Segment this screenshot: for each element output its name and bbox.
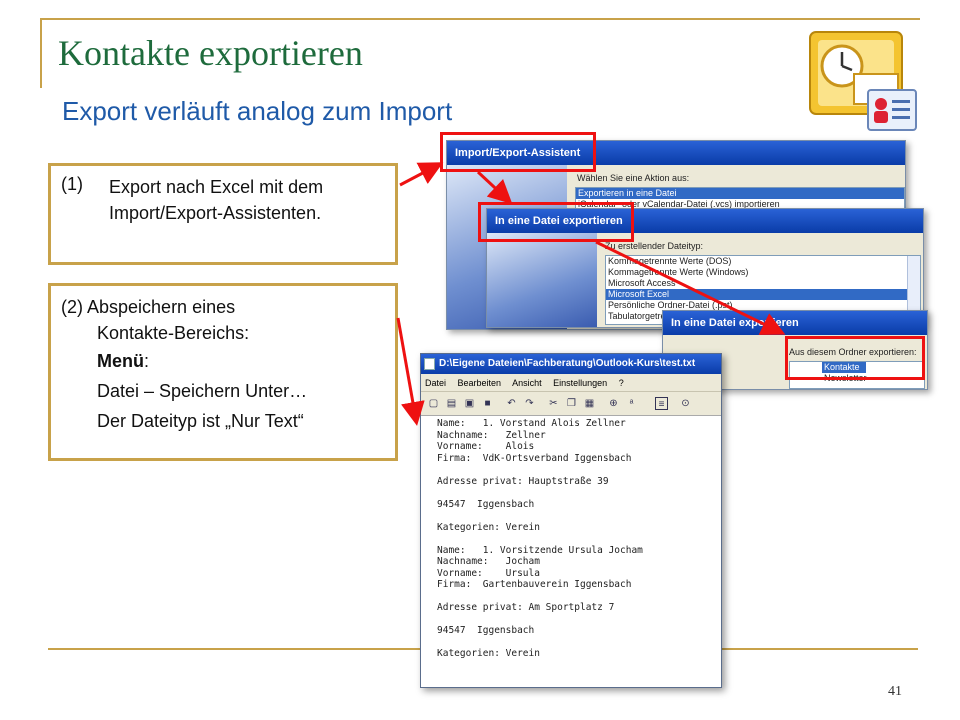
list-item[interactable]: Kommagetrennte Werte (DOS) bbox=[608, 256, 732, 266]
frame-left-line bbox=[40, 18, 42, 88]
page-number: 41 bbox=[888, 684, 902, 699]
step-2-box: (2) Abspeichern eines Kontakte-Bereichs:… bbox=[48, 283, 398, 461]
list-item[interactable]: iCalendar- oder vCalendar-Datei (.vcs) i… bbox=[578, 199, 780, 209]
slide-title: Kontakte exportieren bbox=[58, 33, 363, 73]
frame-top-line bbox=[40, 18, 920, 20]
step-2-line-1: (2) Abspeichern eines bbox=[61, 297, 236, 317]
notepad-text-area[interactable]: Name: 1. Vorstand Alois Zellner Nachname… bbox=[437, 418, 643, 659]
notepad-window: D:\Eigene Dateien\Fachberatung\Outlook-K… bbox=[420, 353, 722, 688]
menu-item-ansicht[interactable]: Ansicht bbox=[512, 378, 542, 388]
menu-item-bearbeiten[interactable]: Bearbeiten bbox=[457, 378, 502, 388]
open-folder-icon[interactable]: ▤ bbox=[446, 398, 457, 409]
zoom-icon[interactable]: ⊙ bbox=[681, 398, 690, 409]
notepad-app-icon bbox=[424, 358, 435, 370]
paste-icon[interactable]: ▦ bbox=[584, 398, 595, 409]
list-item[interactable]: Microsoft Access bbox=[608, 278, 676, 288]
outlook-logo-icon bbox=[809, 31, 917, 131]
wizard-1-titlebar: Import/Export-Assistent bbox=[447, 141, 905, 165]
notepad-title: D:\Eigene Dateien\Fachberatung\Outlook-K… bbox=[439, 358, 696, 369]
step-2-line-5: Der Dateityp ist „Nur Text“ bbox=[97, 411, 304, 431]
list-scrollbar[interactable] bbox=[907, 256, 920, 324]
arrow-box1-to-wizard bbox=[399, 162, 444, 187]
redo-icon[interactable]: ↷ bbox=[525, 398, 534, 409]
wizard-2-prompt: Zu erstellender Dateityp: bbox=[605, 241, 704, 251]
notepad-menubar: Datei Bearbeiten Ansicht Einstellungen ? bbox=[421, 374, 721, 392]
step-2-menu-line: Menü: bbox=[61, 346, 385, 376]
print-preview-icon[interactable]: ▣ bbox=[464, 398, 475, 409]
list-item[interactable]: Exportieren in eine Datei bbox=[576, 188, 904, 199]
menu-colon: : bbox=[144, 351, 150, 371]
cut-icon[interactable]: ✂ bbox=[549, 398, 558, 409]
slide-subtitle: Export verläuft analog zum Import bbox=[62, 96, 453, 126]
wizard-3-titlebar: In eine Datei exportieren bbox=[663, 311, 927, 335]
menu-item-help[interactable]: ? bbox=[618, 378, 624, 388]
wizard-1-prompt: Wählen Sie eine Aktion aus: bbox=[577, 173, 690, 183]
highlight-export-title bbox=[478, 202, 634, 242]
menu-item-einstellungen[interactable]: Einstellungen bbox=[553, 378, 608, 388]
list-item[interactable]: Microsoft Excel bbox=[606, 289, 920, 300]
copy-icon[interactable]: ❐ bbox=[567, 398, 576, 409]
new-file-icon[interactable]: ▢ bbox=[428, 398, 439, 409]
menu-label: Menü bbox=[97, 351, 144, 371]
highlight-folder-select bbox=[785, 336, 925, 380]
menu-item-datei[interactable]: Datei bbox=[425, 378, 447, 388]
find-icon[interactable]: ⊕ bbox=[609, 398, 618, 409]
notepad-titlebar: D:\Eigene Dateien\Fachberatung\Outlook-K… bbox=[421, 354, 721, 374]
step-1-number: (1) bbox=[61, 174, 83, 194]
highlight-wizard-title bbox=[440, 132, 596, 172]
undo-icon[interactable]: ↶ bbox=[507, 398, 516, 409]
list-item[interactable]: Kommagetrennte Werte (Windows) bbox=[608, 267, 749, 277]
step-1-text: Export nach Excel mit dem Import/Export-… bbox=[109, 177, 324, 223]
step-1-box: (1) Export nach Excel mit dem Import/Exp… bbox=[48, 163, 398, 265]
wizard-2-graphic bbox=[487, 233, 597, 327]
save-icon[interactable]: ■ bbox=[484, 398, 491, 409]
notepad-toolbar: ▢ ▤ ▣ ■ ↶ ↷ ✂ ❐ ▦ ⊕ ᵃ ≡ ⊙ bbox=[421, 392, 721, 416]
tree-item-kontakte[interactable]: Kontakte bbox=[822, 362, 866, 373]
wizard-3-prompt: Aus diesem Ordner exportieren: bbox=[789, 347, 917, 357]
replace-icon[interactable]: ᵃ bbox=[629, 398, 634, 409]
step-2-line-2: Kontakte-Bereichs: bbox=[97, 323, 250, 343]
folder-tree[interactable]: Kontakte Newsletter bbox=[789, 361, 925, 389]
word-wrap-icon[interactable]: ≡ bbox=[655, 397, 668, 410]
arrow-box2-to-notepad bbox=[396, 317, 425, 426]
step-2-line-4: Datei – Speichern Unter… bbox=[97, 381, 308, 401]
wizard-2-titlebar: In eine Datei exportieren bbox=[487, 209, 923, 233]
